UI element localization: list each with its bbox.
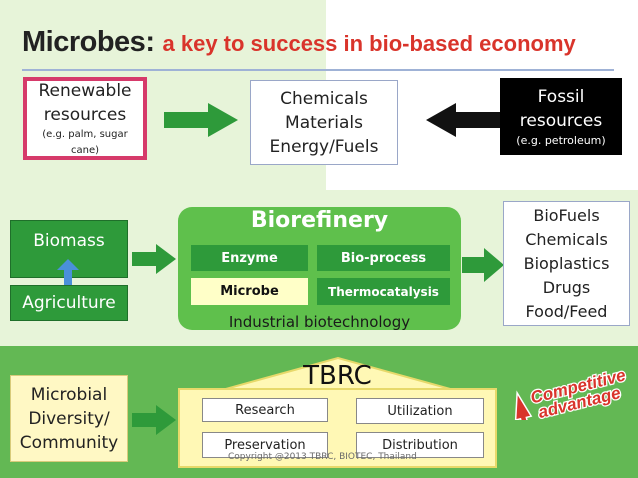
fossil-to-products-arrow-icon (426, 103, 500, 137)
agriculture-to-biomass-arrow-icon (57, 259, 79, 285)
page-title: Microbes: a key to success in bio-based e… (22, 26, 576, 59)
products-energy-fuels: Energy/Fuels (269, 136, 379, 157)
enzyme-cell: Enzyme (191, 245, 308, 271)
biomass-to-biorefinery-arrow-icon (132, 244, 176, 274)
tbrc-roof-icon (222, 357, 454, 390)
preservation-label: Preservation (224, 437, 306, 453)
output-chemicals: Chemicals (525, 229, 608, 249)
title-main: Microbes (22, 26, 146, 58)
thermocatalysis-cell: Thermocatalysis (317, 278, 450, 305)
agriculture-box: Agriculture (10, 285, 128, 321)
microbial-diversity-box: Microbial Diversity/ Community (10, 375, 128, 462)
fossil-resources-label: resources (519, 110, 603, 131)
biorefinery-to-outputs-arrow-icon (462, 248, 504, 282)
title-colon: : (145, 26, 155, 58)
community-label: Community (19, 432, 119, 453)
renewable-resources-box: Renewable resources (e.g. palm, sugar ca… (23, 77, 147, 160)
renewable-label: Renewable (38, 80, 132, 101)
research-label: Research (235, 402, 295, 418)
resources-label: resources (43, 104, 127, 125)
products-chemicals: Chemicals (280, 88, 368, 109)
outputs-box: BioFuels Chemicals Bioplastics Drugs Foo… (503, 201, 630, 326)
microbe-cell: Microbe (191, 278, 308, 305)
diversity-label: Diversity/ (28, 408, 110, 429)
enzyme-label: Enzyme (221, 250, 278, 266)
title-underline (22, 69, 614, 71)
agriculture-label: Agriculture (22, 293, 116, 313)
preservation-box: Preservation (202, 432, 328, 458)
bioprocess-cell: Bio-process (317, 245, 450, 271)
renewable-to-products-arrow-icon (164, 103, 238, 137)
microbial-to-tbrc-arrow-icon (132, 405, 176, 435)
competitive-advantage-badge: Competitive advantage (505, 360, 635, 430)
fossil-resources-box: Fossil resources (e.g. petroleum) (500, 78, 622, 155)
output-drugs: Drugs (542, 277, 591, 297)
fossil-label: Fossil (537, 86, 585, 107)
biorefinery-title: Biorefinery (250, 208, 389, 233)
distribution-box: Distribution (356, 432, 484, 458)
biomass-label: Biomass (33, 231, 105, 251)
microbial-label: Microbial (30, 384, 108, 405)
renewable-note: (e.g. palm, sugar cane) (42, 128, 128, 156)
research-box: Research (202, 398, 328, 422)
products-box: Chemicals Materials Energy/Fuels (250, 80, 398, 165)
output-biofuels: BioFuels (533, 205, 600, 225)
competitive-advantage-graphic: Competitive advantage (514, 364, 629, 430)
thermocatalysis-label: Thermocatalysis (328, 284, 439, 299)
bioprocess-label: Bio-process (340, 250, 427, 266)
output-food-feed: Food/Feed (525, 301, 608, 321)
title-subtitle: a key to success in bio-based economy (162, 31, 576, 56)
copyright-text: Copyright @2013 TBRC, BIOTEC, Thailand (228, 452, 417, 462)
distribution-label: Distribution (382, 437, 458, 453)
utilization-label: Utilization (387, 403, 453, 419)
fossil-note: (e.g. petroleum) (516, 133, 606, 147)
industrial-biotechnology-label: Industrial biotechnology (228, 313, 411, 331)
output-bioplastics: Bioplastics (523, 253, 610, 273)
products-materials: Materials (285, 112, 363, 133)
tbrc-title: TBRC (303, 361, 372, 391)
utilization-box: Utilization (356, 398, 484, 424)
microbe-label: Microbe (220, 284, 279, 299)
